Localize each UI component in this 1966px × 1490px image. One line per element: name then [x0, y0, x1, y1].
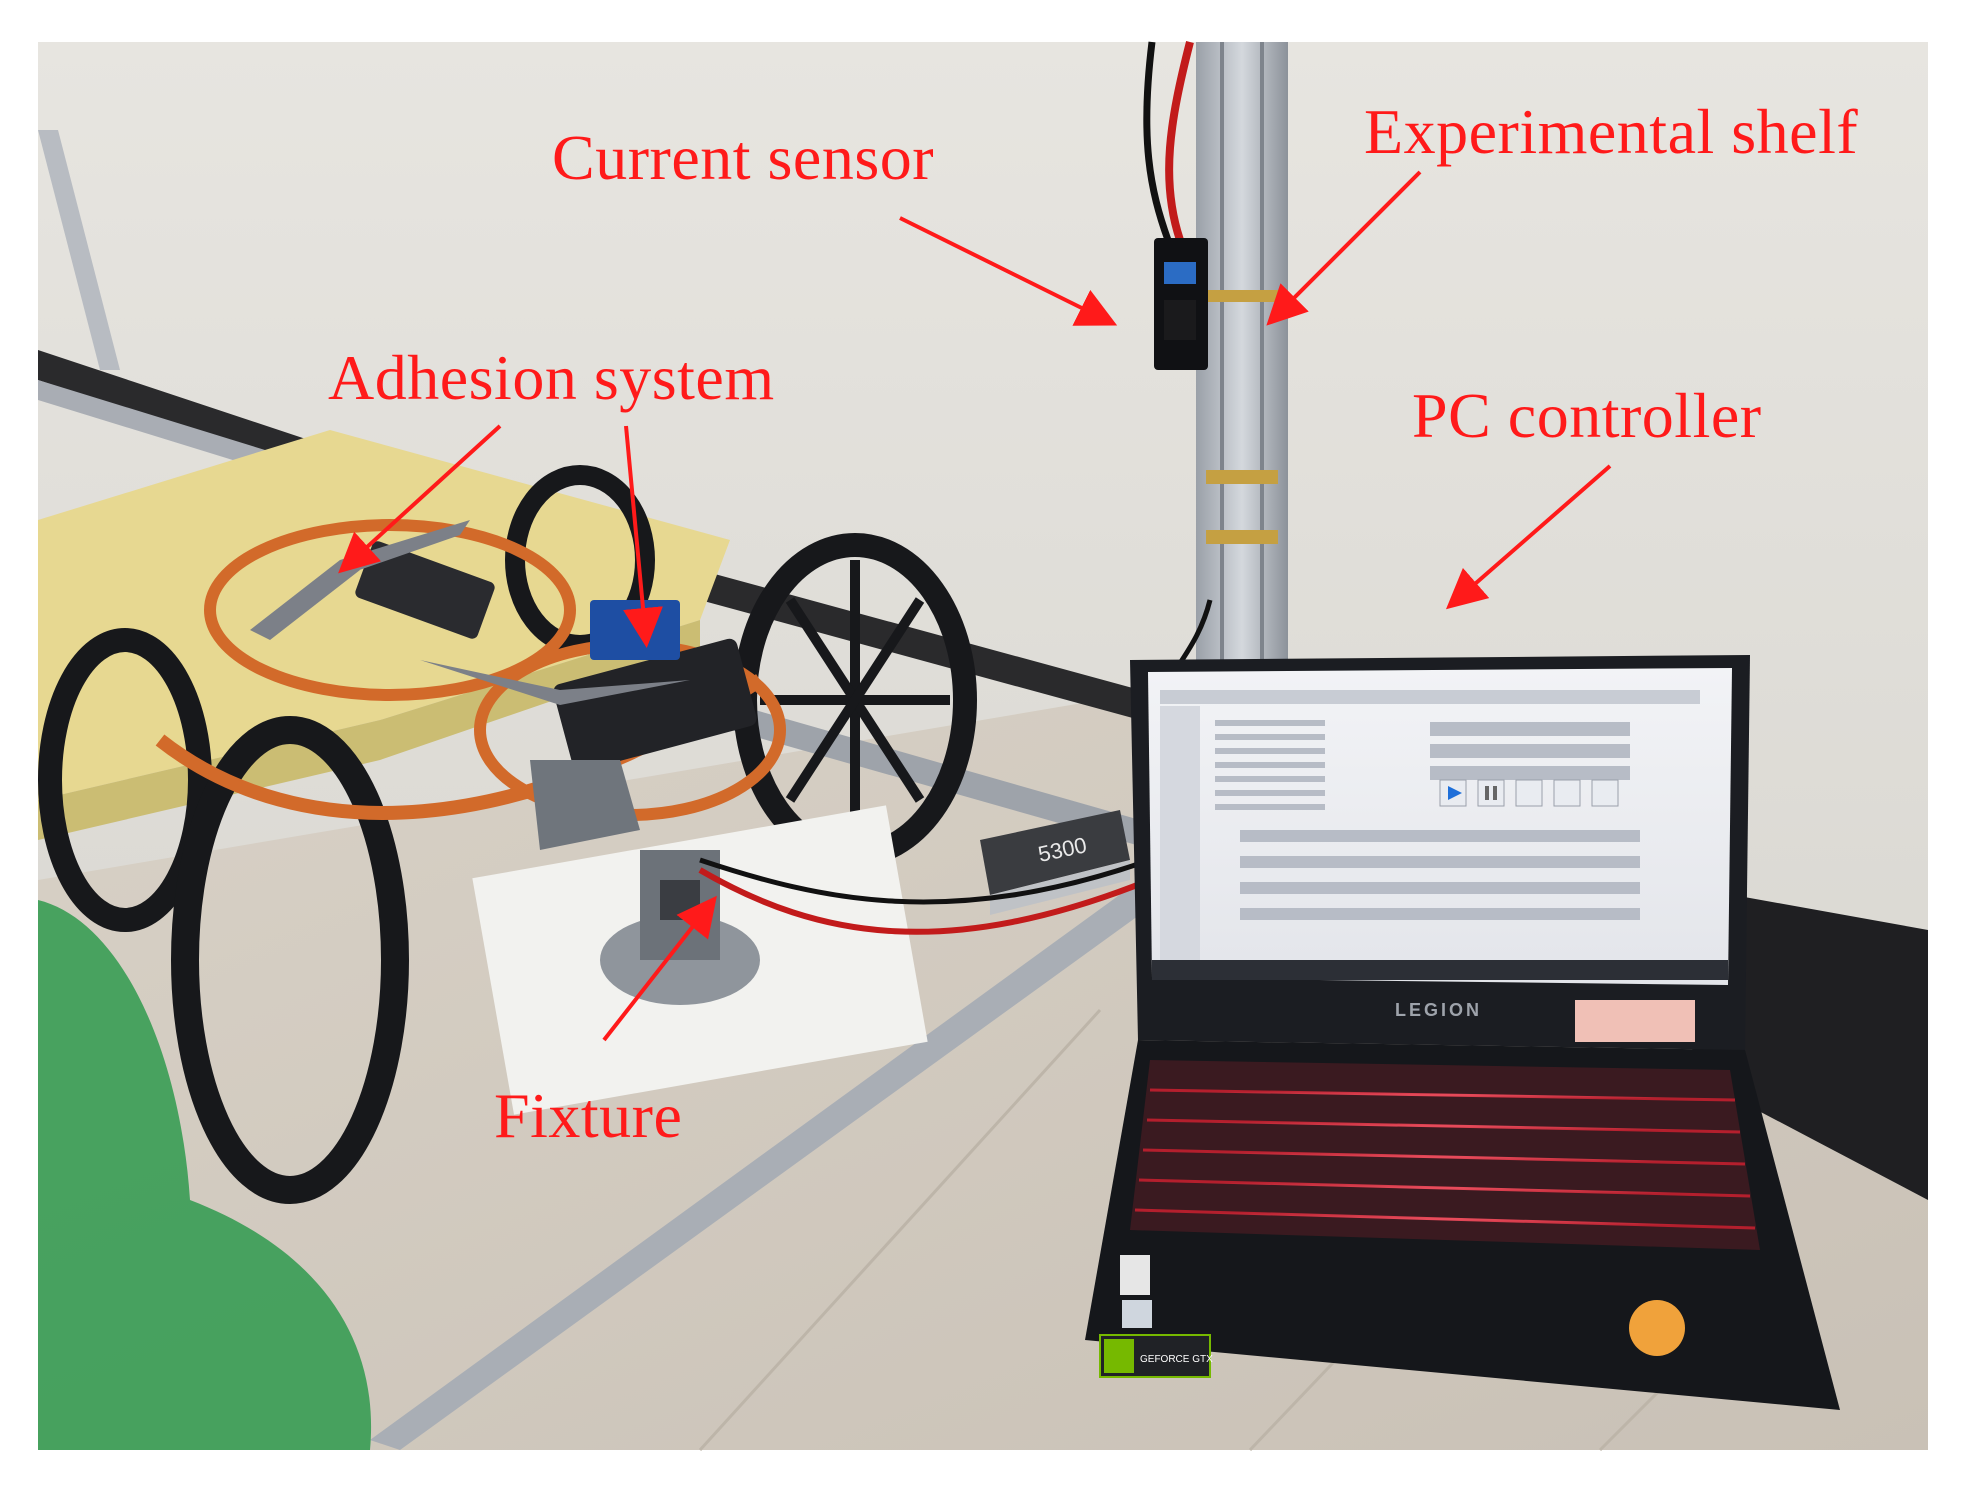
- label-fixture: Fixture: [494, 1080, 683, 1151]
- route-button: [1515, 779, 1543, 807]
- arrow-experimental-shelf: [1266, 170, 1422, 326]
- laptop-note-sticker: [1575, 1000, 1695, 1042]
- taskbar: [1152, 960, 1728, 980]
- arrow-adhesion-left: [338, 424, 502, 574]
- keyboard-keys: [1134, 1088, 1756, 1230]
- floor-cables: [698, 867, 1152, 935]
- arrow-fixture: [602, 895, 717, 1042]
- intel-sticker: [1122, 1300, 1152, 1328]
- annotation-arrows: [338, 170, 1612, 1042]
- green-net: [38, 900, 372, 1450]
- arrow-adhesion-center: [623, 425, 663, 648]
- floor-rail: [370, 880, 1160, 1450]
- laptop-keyboard: [1130, 1060, 1760, 1250]
- gpu-sticker: GEFORCE GTX: [1099, 1334, 1213, 1378]
- arrow-pc-controller: [1445, 464, 1612, 610]
- round-sticker: [1629, 1300, 1685, 1356]
- pause-icon: [1485, 786, 1497, 800]
- laptop-screen: [1148, 668, 1732, 985]
- power-cable: [1165, 41, 1194, 242]
- experimental-shelf-rail: [1196, 42, 1288, 662]
- svg-text:GEFORCE GTX: GEFORCE GTX: [1140, 1354, 1213, 1365]
- label-adhesion-system: Adhesion system: [328, 342, 775, 413]
- link-button: [1553, 779, 1581, 807]
- arrow-current-sensor: [899, 216, 1118, 326]
- laptop: LEGION GEFORCE GTX: [1085, 655, 1840, 1410]
- label-current-sensor: Current sensor: [552, 122, 935, 193]
- label-experimental-shelf: Experimental shelf: [1364, 96, 1859, 167]
- laptop-brand: LEGION: [1395, 1000, 1482, 1020]
- label-pc-controller: PC controller: [1412, 380, 1762, 451]
- play-icon: [1448, 786, 1462, 800]
- fixture: [472, 805, 928, 1115]
- pause-button: [1477, 779, 1505, 807]
- qr-sticker: [1120, 1255, 1150, 1295]
- current-sensor-device: [1154, 238, 1208, 370]
- foam-mat: [38, 430, 730, 800]
- download-button: [1591, 779, 1619, 807]
